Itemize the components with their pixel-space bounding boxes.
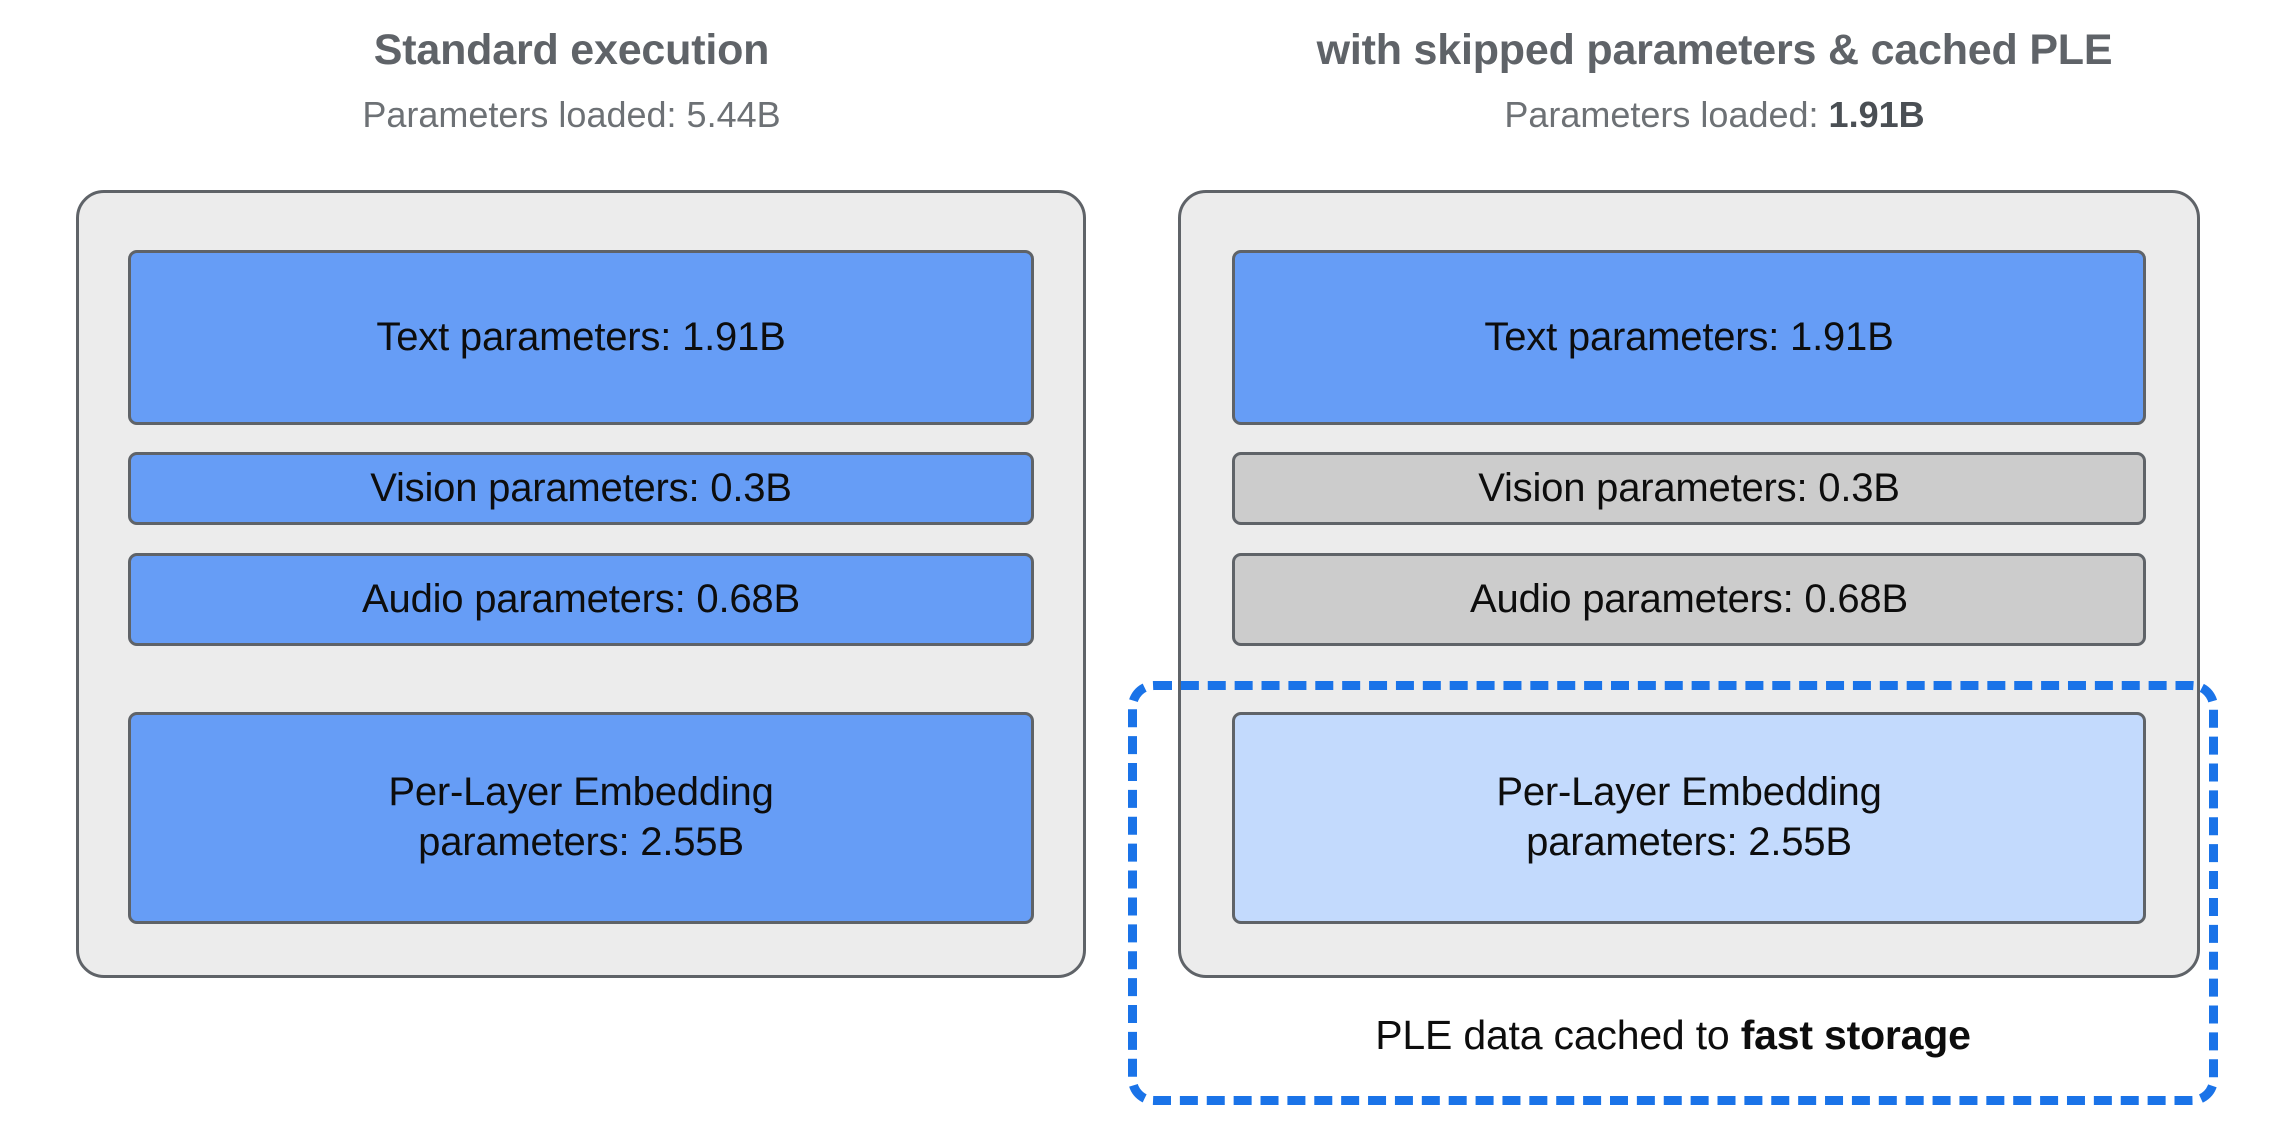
right-block-audio-label: Audio parameters: 0.68B [1470,576,1908,621]
right-block-vision-label: Vision parameters: 0.3B [1478,465,1900,510]
right-block-vision-parameters-skipped[interactable]: Vision parameters: 0.3B [1232,452,2146,525]
right-block-text-label: Text parameters: 1.91B [1484,314,1894,359]
right-subtitle-prefix: Parameters loaded: [1504,94,1829,135]
right-block-audio-parameters-skipped[interactable]: Audio parameters: 0.68B [1232,553,2146,646]
cache-caption-prefix: PLE data cached to [1375,1012,1741,1058]
right-block-ple-label-line1: Per-Layer Embedding [1496,770,1882,815]
right-block-text-parameters[interactable]: Text parameters: 1.91B [1232,250,2146,425]
left-block-audio-parameters[interactable]: Audio parameters: 0.68B [128,553,1034,646]
cache-caption-emphasis: fast storage [1740,1012,1971,1058]
left-block-vision-parameters[interactable]: Vision parameters: 0.3B [128,452,1034,525]
right-panel-subtitle: Parameters loaded: 1.91B [1143,96,2286,134]
right-block-ple-label: Per-Layer Embedding parameters: 2.55B [1496,768,1882,867]
right-block-ple-parameters-cached[interactable]: Per-Layer Embedding parameters: 2.55B [1232,712,2146,924]
right-panel-title: with skipped parameters & cached PLE [1316,26,2113,74]
right-subtitle-value: 1.91B [1828,94,1925,135]
left-block-text-label: Text parameters: 1.91B [376,314,786,359]
left-block-ple-label-line2: parameters: 2.55B [418,820,744,864]
left-panel-title: Standard execution [373,26,770,74]
left-block-ple-parameters[interactable]: Per-Layer Embedding parameters: 2.55B [128,712,1034,924]
left-block-ple-label-line1: Per-Layer Embedding [388,770,774,815]
left-subtitle-prefix: Parameters loaded: [362,94,687,135]
left-block-text-parameters[interactable]: Text parameters: 1.91B [128,250,1034,425]
left-block-vision-label: Vision parameters: 0.3B [370,465,792,510]
left-block-audio-label: Audio parameters: 0.68B [362,576,800,621]
left-block-ple-label: Per-Layer Embedding parameters: 2.55B [388,768,774,867]
right-block-ple-label-line2: parameters: 2.55B [1526,820,1852,864]
left-panel-subtitle: Parameters loaded: 5.44B [0,96,1143,134]
cache-caption: PLE data cached to fast storage [1128,1012,2218,1058]
left-subtitle-value: 5.44B [686,94,781,135]
